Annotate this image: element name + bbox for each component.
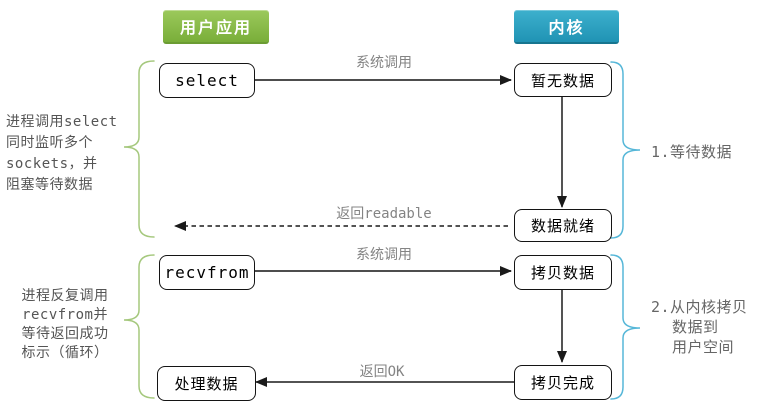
node-no-data: 暂无数据 xyxy=(514,63,612,97)
node-copy-done: 拷贝完成 xyxy=(514,365,612,400)
annotation-wait-data: 1.等待数据 xyxy=(651,141,732,162)
left-brace-recvfrom-phase xyxy=(123,254,155,399)
annotation-line: 2.从内核拷贝 xyxy=(651,298,748,316)
user-app-header-label: 用户应用 xyxy=(179,18,252,37)
kernel-header: 内核 xyxy=(514,10,619,44)
node-data-ready: 数据就绪 xyxy=(514,209,612,242)
node-process-data: 处理数据 xyxy=(157,366,256,401)
annotation-line: recvfrom并 xyxy=(22,307,108,323)
annotation-line: 1.等待数据 xyxy=(651,143,733,161)
syscall-label-1: 系统调用 xyxy=(356,55,412,71)
annotation-line: 阻塞等待数据 xyxy=(6,177,93,193)
node-copy-data: 拷贝数据 xyxy=(514,255,612,290)
annotation-line: 数据到 xyxy=(672,318,719,336)
annotation-recvfrom-loop: 进程反复调用 recvfrom并 等待返回成功 标示（循环） xyxy=(2,287,128,363)
annotation-copy-kernel-to-user: 2.从内核拷贝 数据到 用户空间 xyxy=(651,297,748,357)
annotation-line: 进程调用select xyxy=(6,114,118,130)
return-readable-label: 返回readable xyxy=(336,206,432,222)
annotation-line: 进程反复调用 xyxy=(21,288,109,304)
left-brace-select-phase xyxy=(123,60,155,238)
user-app-header: 用户应用 xyxy=(163,10,269,44)
right-brace-copy-phase xyxy=(610,254,641,400)
annotation-line: sockets，并 xyxy=(6,156,98,172)
annotation-line: 等待返回成功 xyxy=(21,326,109,342)
return-ok-label: 返回OK xyxy=(359,364,405,380)
annotation-line: 标示（循环） xyxy=(21,345,109,361)
node-recvfrom: recvfrom xyxy=(159,255,255,290)
annotation-line: 同时监听多个 xyxy=(6,135,93,151)
annotation-line: 用户空间 xyxy=(672,338,735,356)
syscall-label-2: 系统调用 xyxy=(356,247,412,263)
right-brace-wait-phase xyxy=(610,61,641,239)
annotation-select-blocking: 进程调用select 同时监听多个 sockets，并 阻塞等待数据 xyxy=(6,112,138,196)
kernel-header-label: 内核 xyxy=(548,18,585,37)
node-select: select xyxy=(159,63,255,98)
